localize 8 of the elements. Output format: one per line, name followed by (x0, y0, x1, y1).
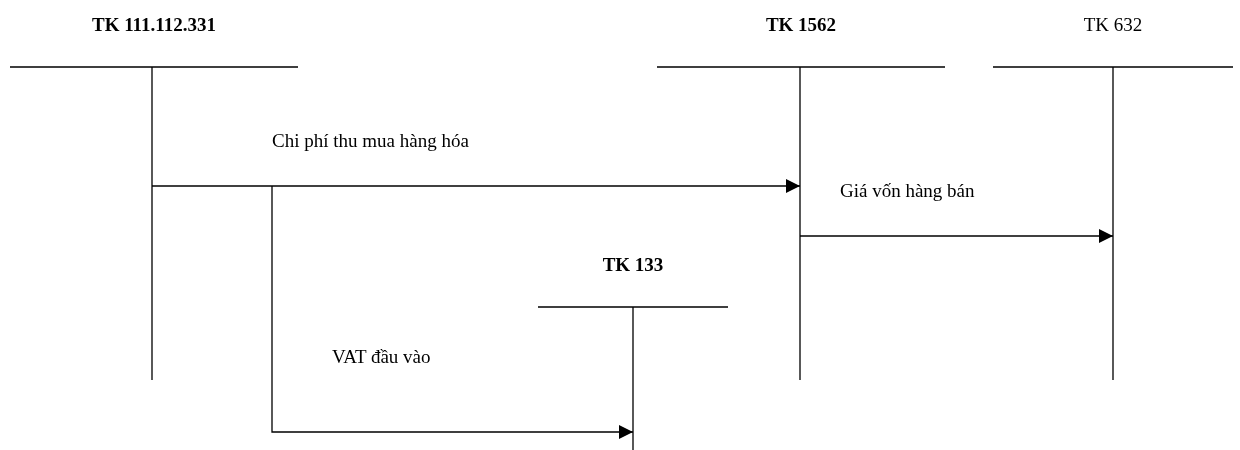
account-title: TK 111.112.331 (90, 14, 218, 36)
account-title: TK 1562 (764, 14, 838, 36)
arrow (151, 179, 801, 193)
account-title: TK 632 (1082, 14, 1144, 36)
account-title: TK 133 (601, 254, 665, 276)
arrow (799, 229, 1114, 243)
arrow (271, 185, 634, 439)
edge-label: Giá vốn hàng bán (838, 180, 977, 202)
